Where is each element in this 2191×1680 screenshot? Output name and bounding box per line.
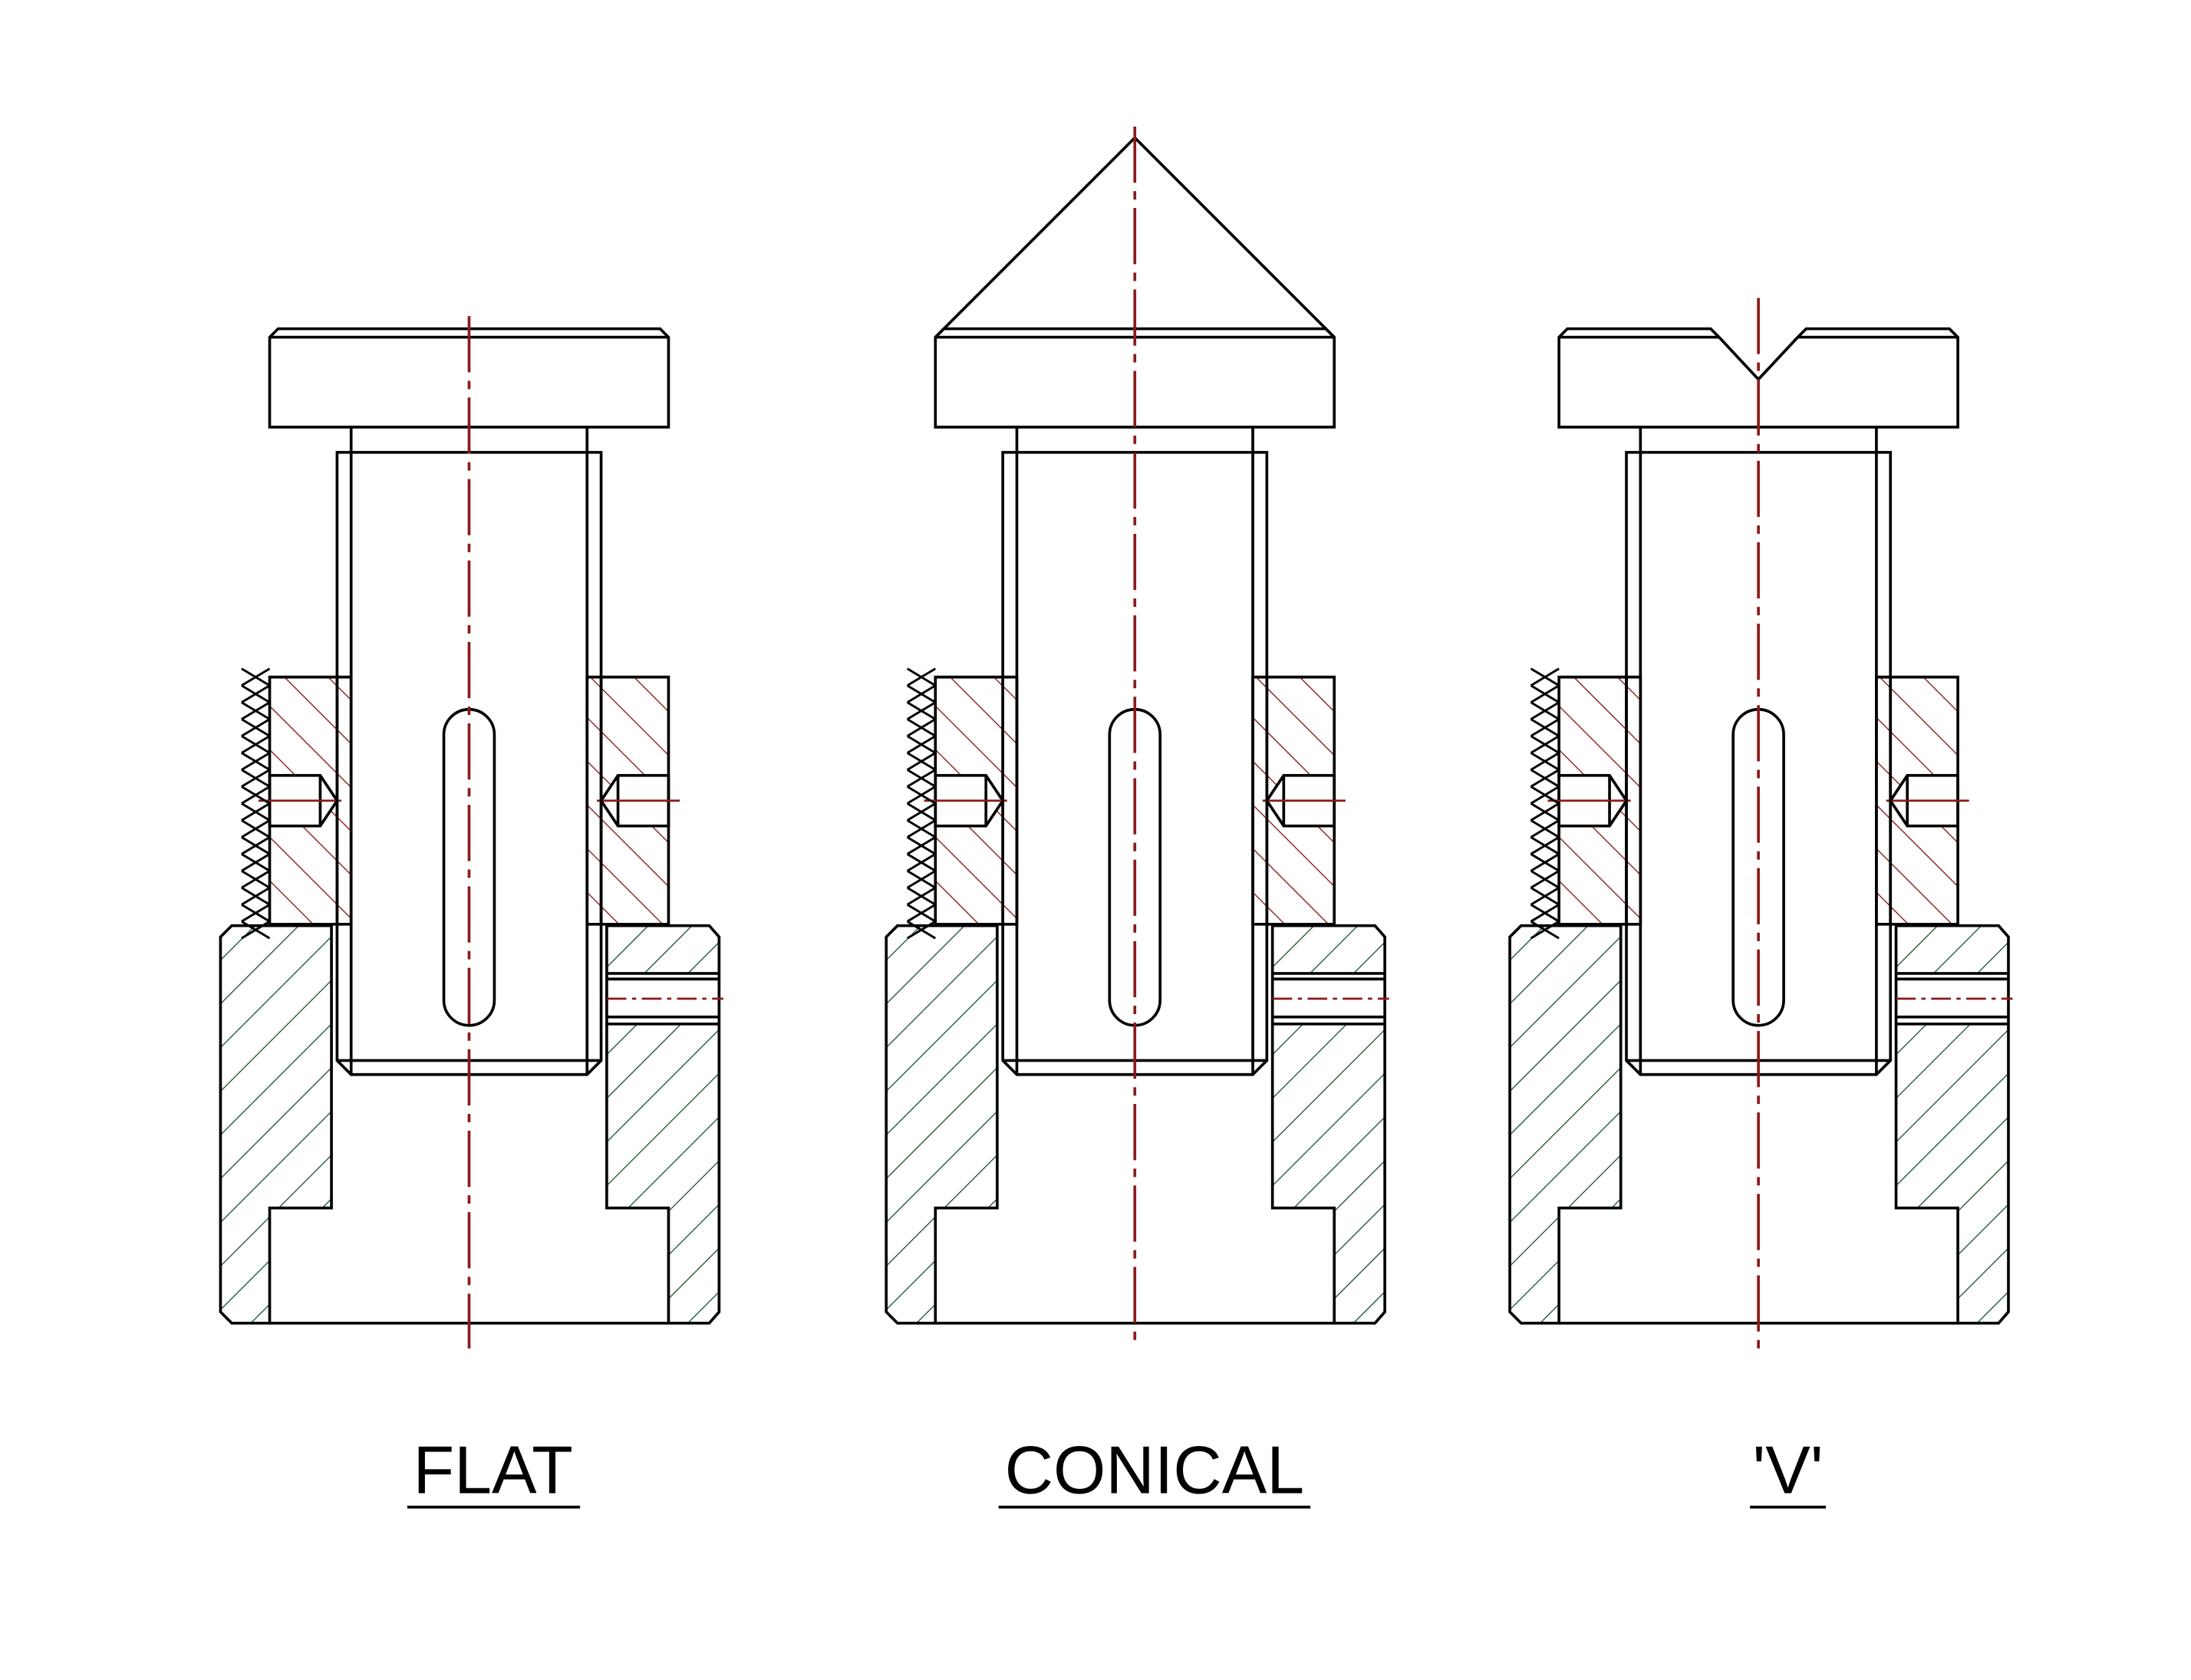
body-outline-right (1894, 924, 2010, 1325)
knurl-mark (1530, 667, 1560, 940)
variant-label: FLAT (413, 1431, 572, 1507)
body-hatch-left (220, 925, 332, 1323)
set-screw-right (1889, 773, 1959, 828)
body-outline-right (1270, 924, 1386, 1325)
set-screw-left (268, 773, 339, 828)
label-v: 'V' (1750, 1431, 1826, 1509)
set-screw-right (1265, 773, 1336, 828)
set-screw-left (934, 773, 1005, 828)
variant-label: CONICAL (1005, 1431, 1305, 1507)
plunger-figure-conical (885, 126, 1389, 1349)
variant-label: 'V' (1752, 1431, 1823, 1507)
plunger-figure-flat (219, 316, 723, 1349)
label-conical: CONICAL (998, 1431, 1311, 1509)
knurl-mark (906, 667, 937, 940)
set-screw-left (1557, 773, 1629, 828)
body-hatch-left (886, 925, 997, 1323)
set-screw-right (599, 773, 670, 828)
body-outline-right (605, 924, 721, 1325)
knurl-mark (241, 667, 271, 940)
body-hatch-left (1510, 925, 1621, 1323)
head (1557, 327, 1959, 429)
label-flat: FLAT (407, 1431, 581, 1509)
plunger-figure-v (1508, 298, 2013, 1349)
